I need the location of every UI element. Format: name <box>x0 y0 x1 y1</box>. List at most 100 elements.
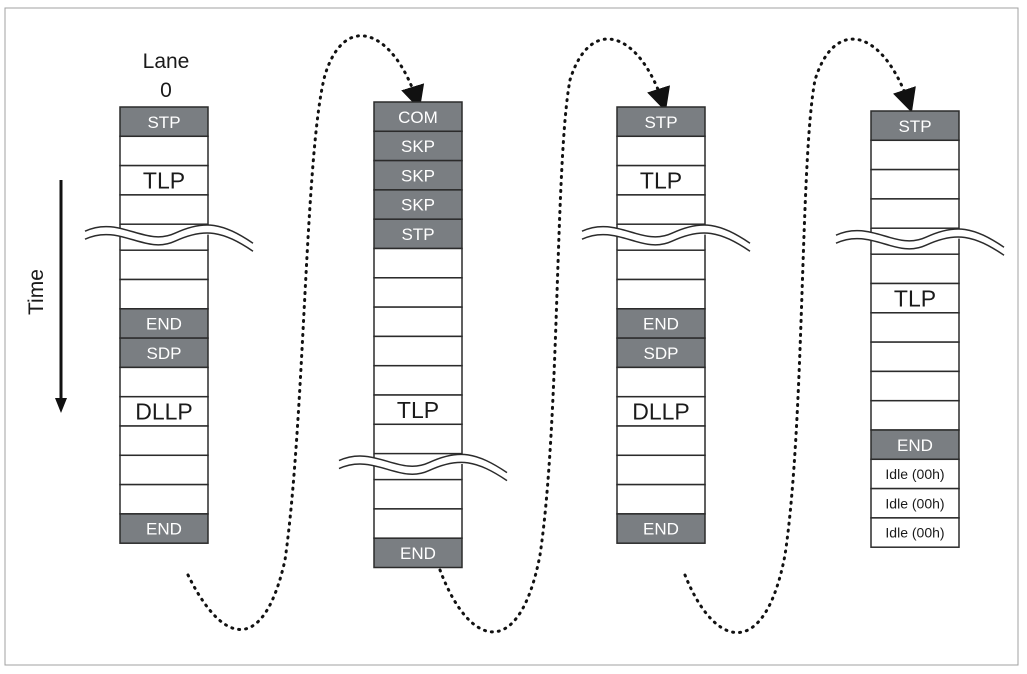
symbol-cell-shaded <box>616 337 706 369</box>
lane-column-2: COM SKP SKP SKP STP TLP END <box>338 101 508 569</box>
symbol-cell-shaded <box>373 189 463 220</box>
symbol-cell <box>119 395 209 427</box>
symbol-cell-shaded <box>119 308 209 339</box>
symbol-cell-shaded <box>373 537 463 569</box>
symbol-cell-shaded <box>373 159 463 191</box>
column-break-wave <box>338 461 508 482</box>
symbol-label: STP <box>898 117 931 136</box>
symbol-cell <box>373 364 463 396</box>
symbol-cell-shaded <box>616 106 706 138</box>
symbol-cell <box>373 247 463 279</box>
symbol-label: TLP <box>143 168 185 194</box>
lane-column-3: STP TLP END SDP DLLP END <box>581 106 751 544</box>
outer-border <box>4 7 1019 666</box>
symbol-cell <box>616 194 706 225</box>
symbol-label: STP <box>147 113 180 132</box>
symbol-label: STP <box>644 113 677 132</box>
column-break-gap <box>339 454 507 481</box>
symbol-cell <box>119 425 209 457</box>
symbol-cell <box>616 249 706 281</box>
symbol-cell <box>616 483 706 515</box>
symbol-label: Idle (00h) <box>885 525 944 541</box>
column-break-gap <box>85 224 253 252</box>
symbol-label: END <box>400 544 436 563</box>
symbol-cell-shaded <box>616 308 706 339</box>
lane-label: Lane <box>143 50 190 73</box>
symbol-cell <box>616 425 706 457</box>
column-break-gap <box>582 224 750 252</box>
symbol-cell <box>119 278 209 310</box>
symbol-cell-shaded <box>373 101 463 133</box>
symbol-cell <box>119 366 209 398</box>
time-label: Time <box>25 269 48 315</box>
lane-column-4: STP TLP END Idle (00h) Idle (00h) Idle (00h) <box>835 110 1005 548</box>
symbol-cell <box>373 423 463 455</box>
symbol-cell <box>373 394 463 426</box>
symbol-label: SKP <box>401 137 435 156</box>
symbol-label: DLLP <box>135 399 193 425</box>
symbol-cell <box>119 454 209 486</box>
symbol-cell-shaded <box>870 110 960 142</box>
lane-columns: STP TLP END SDP DLLP END COM SKP SKP SKP STP TLP END… <box>84 101 1005 569</box>
symbol-label: END <box>146 520 182 539</box>
symbol-label: END <box>643 520 679 539</box>
column-break-wave <box>338 453 508 474</box>
symbol-cell <box>616 454 706 486</box>
column-break-wave <box>581 232 751 252</box>
lane-column-1: STP TLP END SDP DLLP END <box>84 106 254 544</box>
symbol-cell-shaded <box>616 513 706 544</box>
symbol-cell <box>616 135 706 167</box>
symbol-cell <box>616 278 706 310</box>
symbol-cell-shaded <box>119 513 209 544</box>
symbol-label: END <box>146 315 182 334</box>
symbol-label: SDP <box>644 344 679 363</box>
symbol-label: SKP <box>401 196 435 215</box>
symbol-cell <box>870 487 960 519</box>
symbol-label: END <box>897 436 933 455</box>
symbol-label: Idle (00h) <box>885 495 944 511</box>
symbol-label: TLP <box>640 168 682 194</box>
symbol-cell <box>373 335 463 367</box>
column-break-wave <box>84 224 254 244</box>
connector-path-3 <box>683 37 916 634</box>
symbol-cell <box>870 168 960 200</box>
symbol-cell <box>119 135 209 167</box>
connector-path-1 <box>186 34 425 631</box>
connector-paths <box>186 34 916 634</box>
symbol-cell <box>119 194 209 225</box>
symbol-label: END <box>643 315 679 334</box>
connector-path-2 <box>438 37 671 634</box>
symbol-cell <box>373 478 463 510</box>
symbol-cell <box>870 458 960 490</box>
time-arrow-head <box>55 398 67 413</box>
column-break-wave <box>835 228 1005 248</box>
symbol-cell <box>119 483 209 515</box>
symbol-cell <box>373 508 463 539</box>
symbol-cell <box>870 517 960 548</box>
symbol-cell <box>870 341 960 373</box>
column-break-wave <box>835 236 1005 256</box>
symbol-cell <box>870 370 960 402</box>
symbol-label: SKP <box>401 166 435 185</box>
symbol-label: TLP <box>397 397 439 423</box>
symbol-label: COM <box>398 108 438 127</box>
symbol-label: DLLP <box>632 399 690 425</box>
symbol-cell <box>119 249 209 281</box>
symbol-cell <box>616 395 706 427</box>
symbol-label: SDP <box>147 344 182 363</box>
symbol-label: Idle (00h) <box>885 466 944 482</box>
symbol-cell-shaded <box>373 218 463 250</box>
symbol-cell <box>870 198 960 229</box>
symbol-cell <box>373 306 463 338</box>
symbol-cell-shaded <box>119 337 209 369</box>
symbol-cell <box>616 366 706 398</box>
symbol-cell-shaded <box>373 130 463 162</box>
symbol-cell <box>870 253 960 285</box>
symbol-label: STP <box>401 225 434 244</box>
lane-number: 0 <box>160 79 172 102</box>
symbol-label: TLP <box>894 285 936 311</box>
column-break-wave <box>84 232 254 252</box>
symbol-cell <box>373 277 463 308</box>
